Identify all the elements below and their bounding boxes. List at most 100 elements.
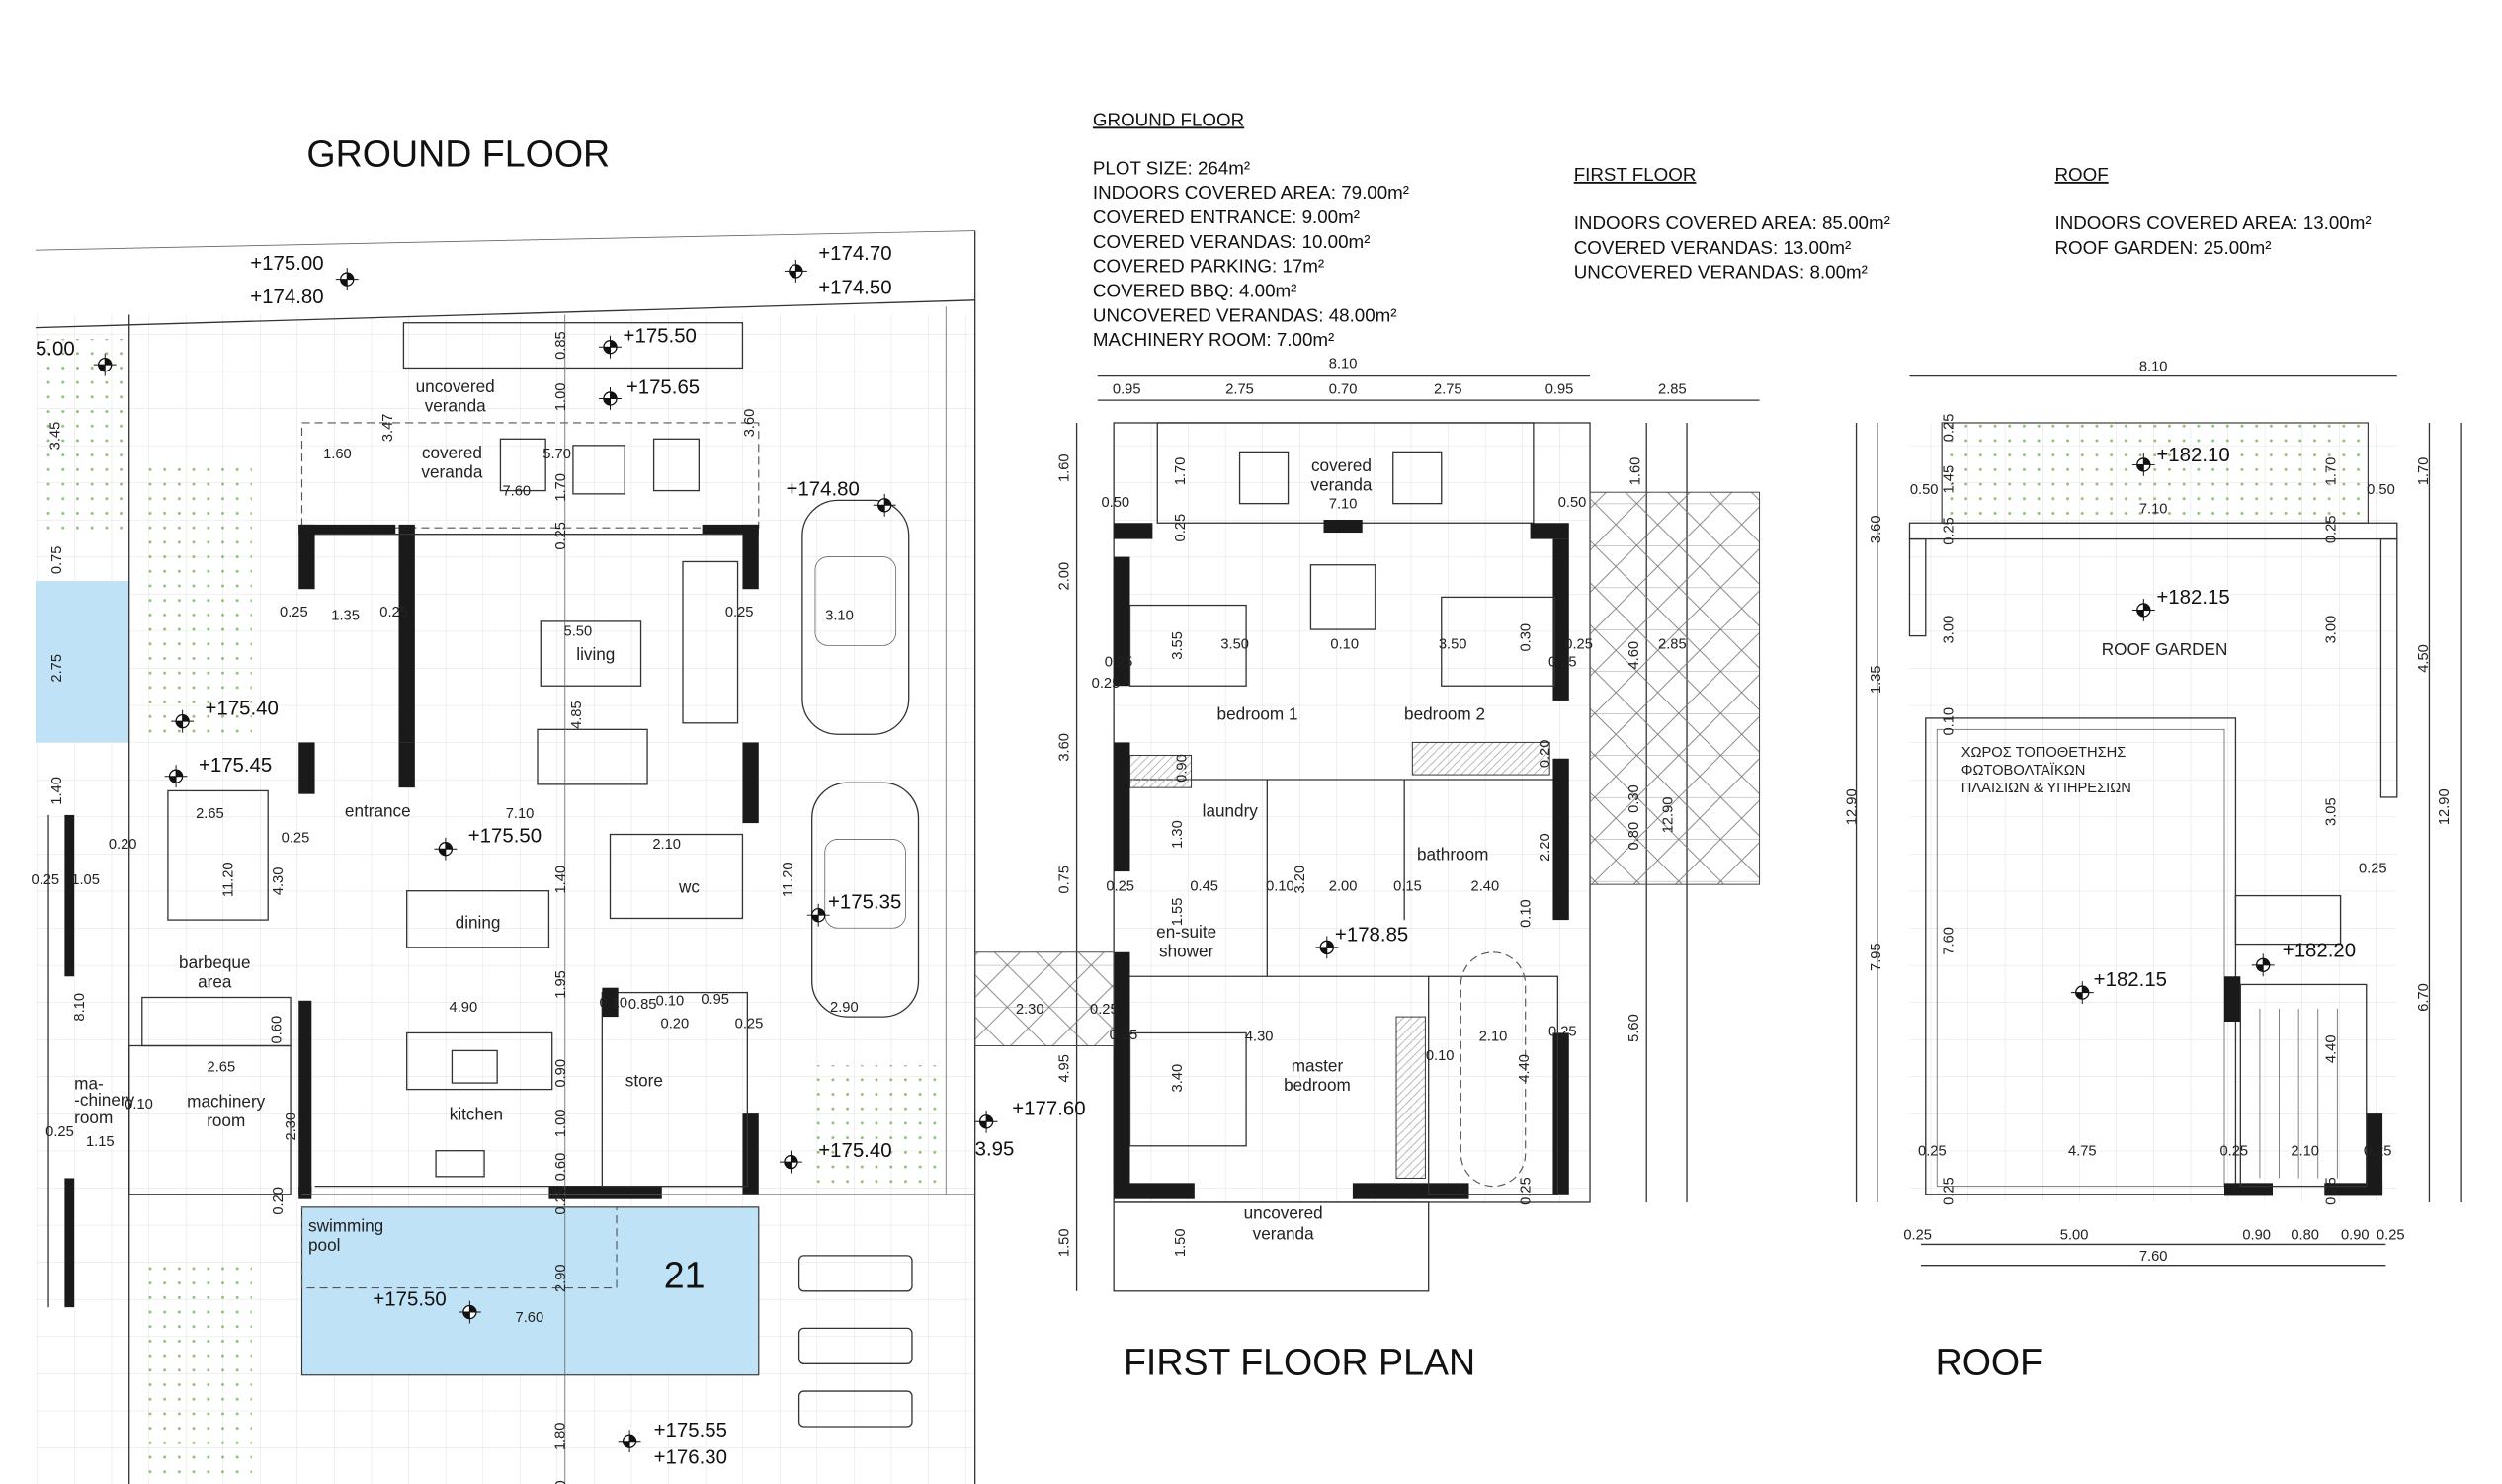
dimension-label: 0.95 <box>1113 382 1141 398</box>
dimension-label: 3.40 <box>1170 1064 1186 1093</box>
level-label: +174.50 <box>818 277 891 298</box>
dimension-label: 0.85 <box>553 331 569 360</box>
dimension-label: 1.60 <box>1056 453 1072 482</box>
room-label: laundry <box>1203 801 1259 821</box>
dimension-label: 0.25 <box>2359 862 2387 877</box>
dimension-label: 0.10 <box>656 994 685 1010</box>
dimension-label: 1.70 <box>1173 457 1189 486</box>
dimension-label: 2.10 <box>1479 1030 1508 1045</box>
level-label: +182.15 <box>2156 587 2229 609</box>
dimension-label: 3.00 <box>2324 616 2340 644</box>
dimension-label: 1.60 <box>323 447 352 462</box>
dimension-label: 2.90 <box>553 1264 569 1292</box>
roof-area-heading: ROOF <box>2054 164 2108 185</box>
pv-area-note: ΠΛΑΙΣΙΩΝ & ΥΠΗΡΕΣΙΩΝ <box>1961 781 2131 796</box>
dimension-label: 7.60 <box>516 1310 544 1326</box>
room-label: shower <box>1159 942 1214 961</box>
dimension-label: 12.90 <box>1845 788 1861 825</box>
dimension-label: 2.20 <box>1538 833 1553 862</box>
dimension-label: 3.05 <box>2324 797 2340 826</box>
level-label: +175.00 <box>250 253 323 275</box>
room-label: bedroom 1 <box>1217 704 1298 724</box>
level-marker-icon <box>171 709 195 733</box>
level-label: +176.30 <box>654 1447 727 1469</box>
dimension-label: 0.60 <box>269 1016 285 1044</box>
dimension-label: 0.25 <box>1110 1028 1138 1043</box>
room-label: wc <box>678 876 700 896</box>
room-label: -chinery <box>74 1090 134 1110</box>
room-label: living <box>576 644 615 664</box>
dimension-label: 0.10 <box>599 995 627 1011</box>
room-label: bedroom <box>1284 1075 1351 1095</box>
level-marker-icon <box>599 387 622 410</box>
level-label: +174.80 <box>787 478 860 500</box>
first-area-line: COVERED VERANDAS: 13.00m² <box>1574 237 1852 258</box>
dimension-label: 3.50 <box>1220 637 1249 653</box>
level-label: +182.15 <box>2094 969 2167 991</box>
room-label: bathroom <box>1417 845 1488 865</box>
room-label: bedroom 2 <box>1404 704 1485 724</box>
dimension-label: 0.15 <box>1393 879 1422 895</box>
dimension-label: 0.20 <box>1538 740 1553 769</box>
dimension-label: 3.60 <box>1056 733 1072 762</box>
dimension-label: 2.65 <box>208 1060 236 1076</box>
dimension-label: 0.25 <box>2220 1144 2249 1160</box>
ground-area-line: PLOT SIZE: 264m² <box>1093 157 1250 178</box>
dimension-label: 0.25 <box>1903 1228 1932 1244</box>
room-label: veranda <box>1310 475 1372 495</box>
dimension-label: 4.75 <box>2068 1144 2097 1160</box>
dimension-label: 0.90 <box>2341 1228 2370 1244</box>
level-marker-icon <box>1315 936 1339 959</box>
room-label: pool <box>308 1235 340 1255</box>
dimension-label: 1.35 <box>331 608 360 623</box>
room-label: swimming <box>308 1215 383 1235</box>
dimension-label: 0.50 <box>2367 482 2395 498</box>
dimension-label: 8.10 <box>72 993 88 1022</box>
ground-area-line: COVERED VERANDAS: 10.00m² <box>1093 231 1371 252</box>
dimension-label: 0.50 <box>1910 482 1939 498</box>
dimension-label: 0.25 <box>2377 1228 2405 1244</box>
dimension-label: 1.95 <box>553 970 569 999</box>
dimension-label: 0.20 <box>553 1480 569 1484</box>
dimension-label: 8.10 <box>1329 356 1358 371</box>
room-label: area <box>198 972 232 992</box>
dimension-label: 0.10 <box>125 1097 153 1113</box>
level-marker-icon <box>2131 599 2155 621</box>
pv-area-note: ΦΩΤΟΒΟΛΤΑΪΚΩΝ <box>1961 762 2086 779</box>
dimension-label: 0.75 <box>49 546 65 575</box>
dimension-label: 0.25 <box>1942 517 1958 545</box>
dimension-label: 0.90 <box>1175 754 1191 783</box>
roof-area-line: ROOF GARDEN: 25.00m² <box>2054 237 2271 258</box>
first-area-heading: FIRST FLOOR <box>1574 164 1697 185</box>
sunbed-icon <box>797 1255 913 1428</box>
room-label: en-suite <box>1156 922 1216 942</box>
dimension-label: 0.25 <box>1548 1025 1577 1040</box>
dimension-label: 12.90 <box>1660 797 1676 834</box>
dimension-label: 1.50 <box>1056 1228 1072 1257</box>
dimension-label: 4.40 <box>2324 1034 2340 1063</box>
roof-title: ROOF <box>1936 1342 2043 1383</box>
car-icon <box>801 499 910 735</box>
dimension-label: 3.60 <box>1869 515 1884 543</box>
room-label: veranda <box>1253 1224 1314 1244</box>
room-label: kitchen <box>450 1105 503 1124</box>
level-label: +182.20 <box>2283 941 2356 962</box>
dimension-label: 2.10 <box>652 837 681 853</box>
dimension-label: 4.50 <box>2416 644 2432 673</box>
ground-area-heading: GROUND FLOOR <box>1093 109 1244 129</box>
room-label: covered <box>422 443 482 462</box>
dimension-label: 0.50 <box>1558 495 1587 511</box>
dimension-label: 4.90 <box>450 1000 478 1016</box>
level-label: +174.70 <box>818 243 891 265</box>
dimension-label: 7.60 <box>502 483 531 499</box>
room-label: covered <box>1311 455 1372 475</box>
room-label: veranda <box>421 462 482 482</box>
room-label: machinery <box>187 1092 265 1112</box>
dimension-label: 2.75 <box>1225 382 1254 398</box>
dimension-label: 0.25 <box>2364 1144 2392 1160</box>
dimension-label: 1.80 <box>553 1423 569 1451</box>
plot-number: 21 <box>664 1255 706 1296</box>
dimension-label: 6.70 <box>2416 983 2432 1012</box>
dimension-label: 0.10 <box>1330 637 1359 653</box>
